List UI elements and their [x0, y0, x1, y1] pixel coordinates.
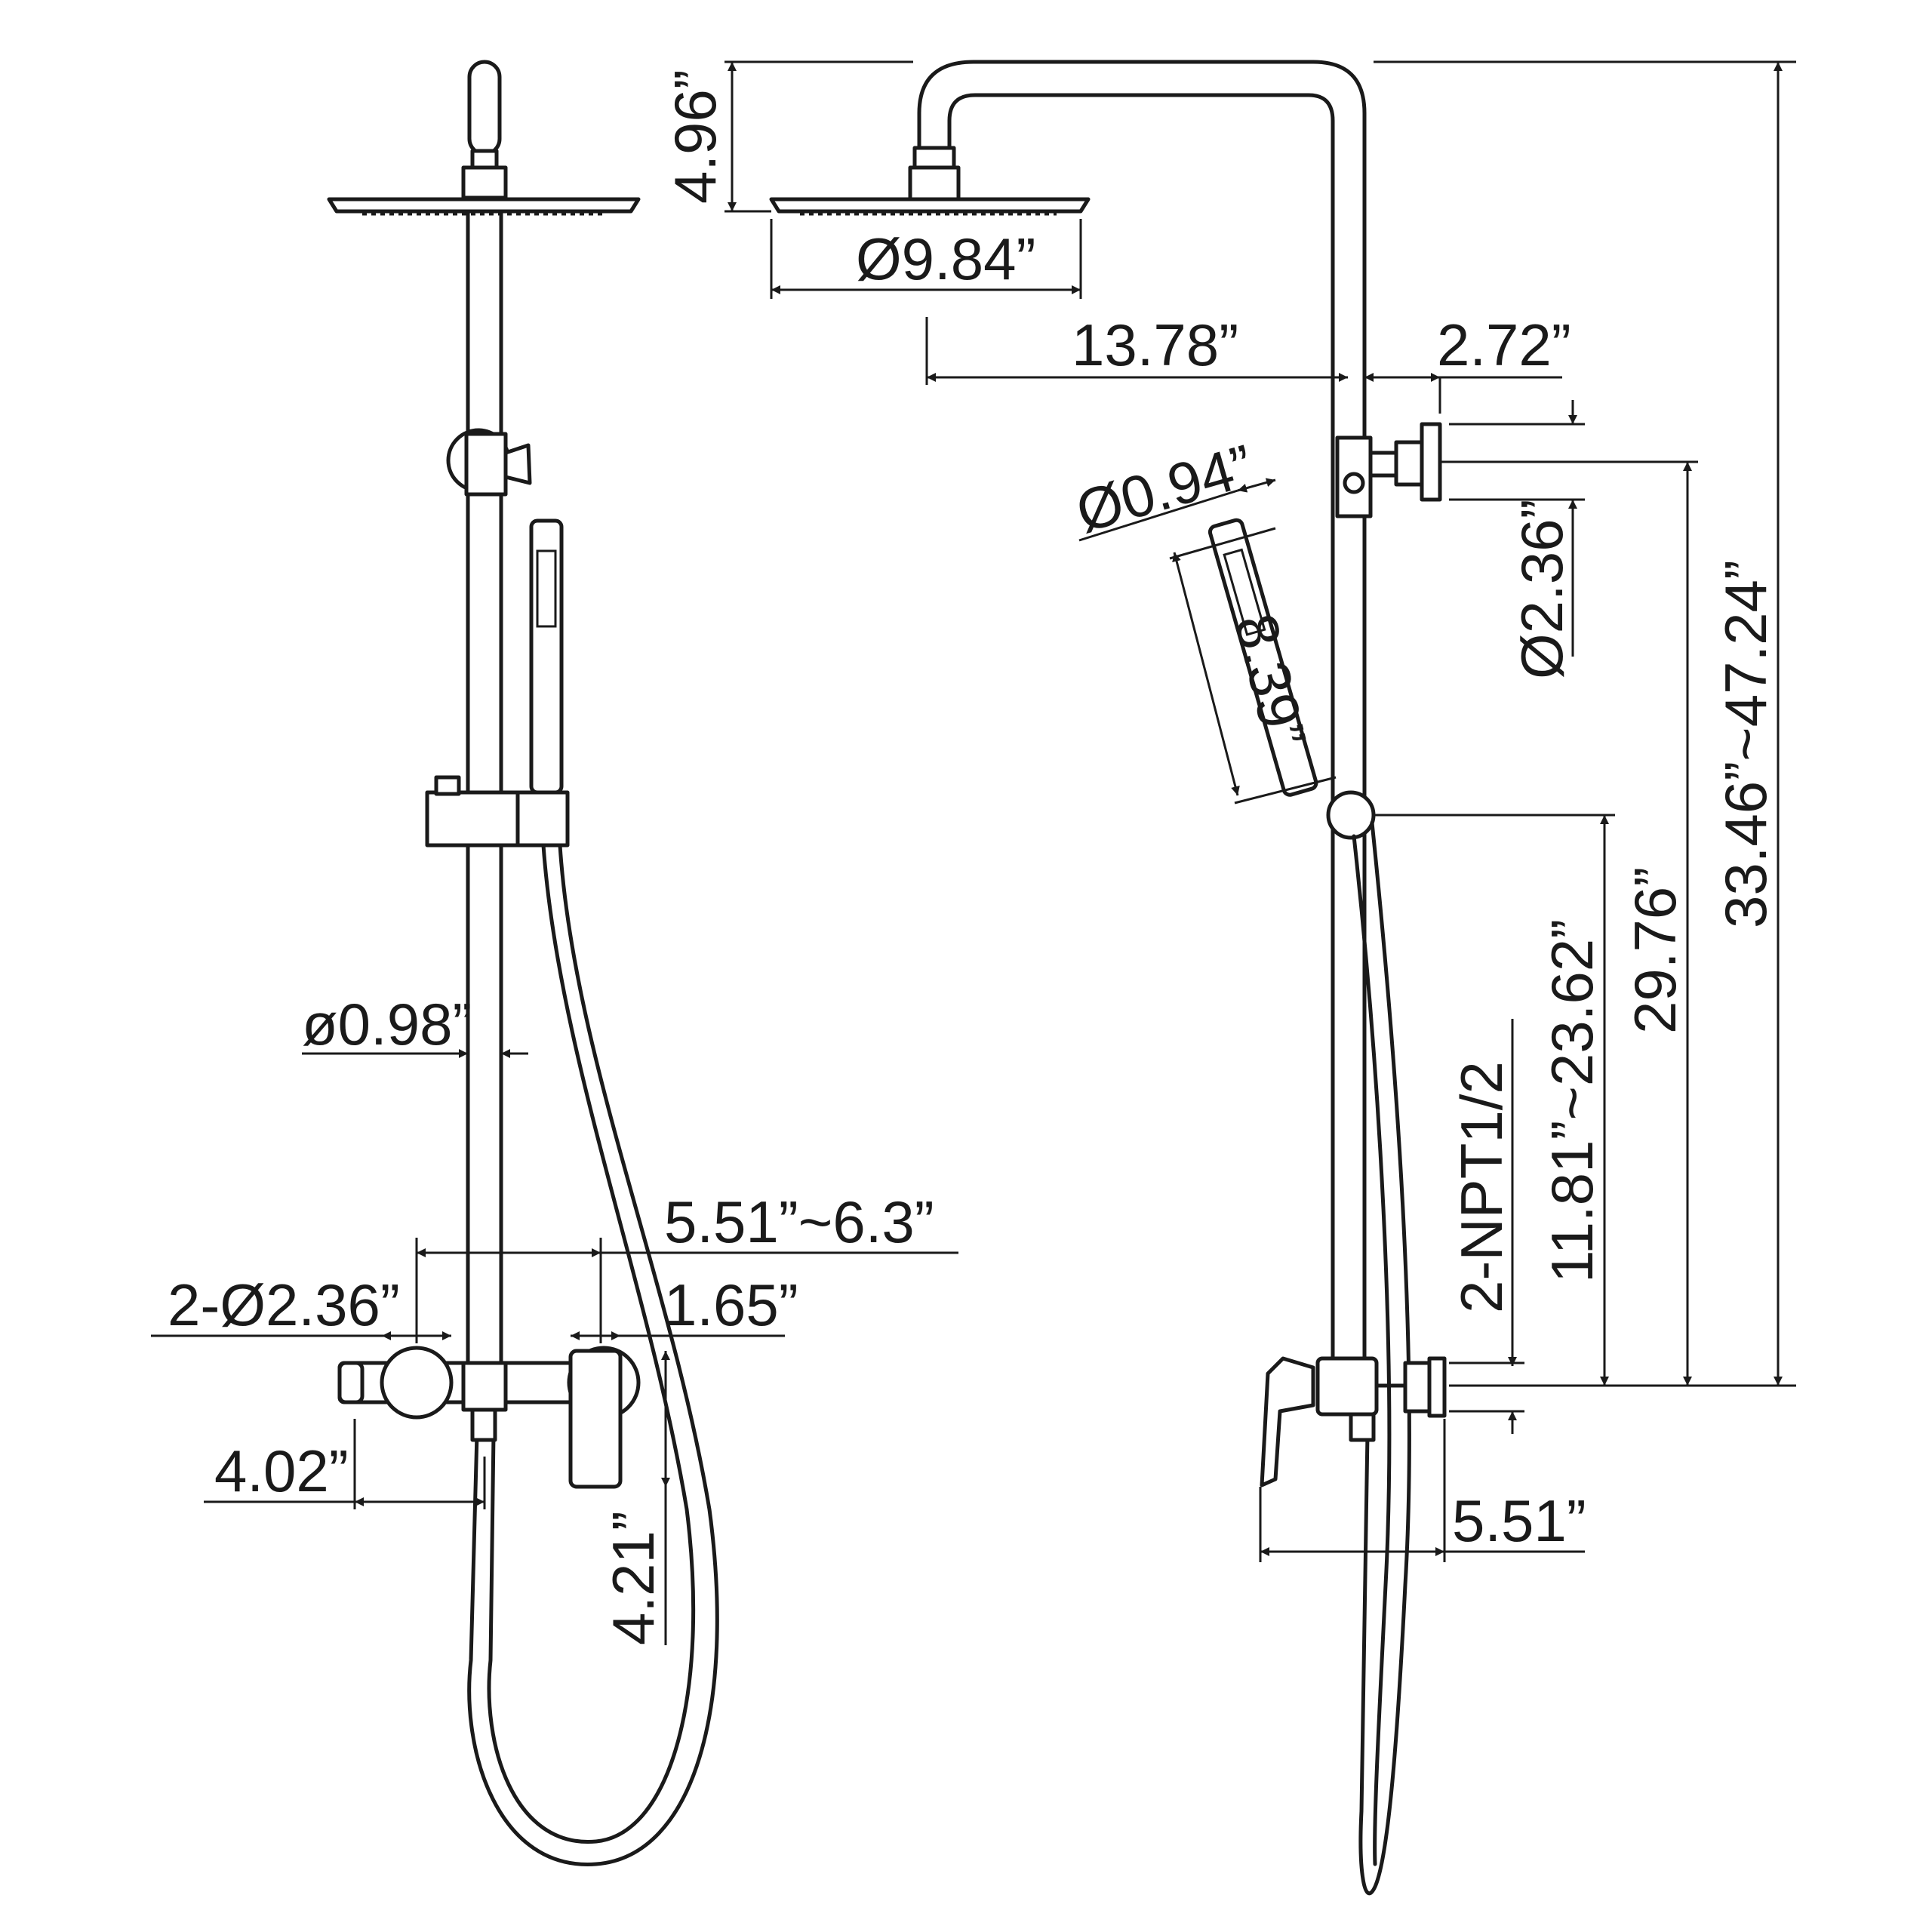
side-mixer-body	[1315, 1356, 1379, 1417]
handset-length-label: 8.39”	[1223, 608, 1319, 754]
dimension-lines	[151, 60, 1796, 1645]
front-head-connector	[461, 165, 508, 200]
side-mixer-handle	[1260, 1356, 1315, 1487]
front-slider-body	[425, 790, 520, 848]
side-hose-outlet	[1349, 1412, 1376, 1442]
riser-diameter-label: ø0.98”	[302, 991, 472, 1057]
front-view	[327, 60, 719, 1866]
total-height-label: 33.46”~47.24”	[1712, 560, 1779, 928]
front-hose-outer	[467, 843, 719, 1866]
front-spout-tip	[337, 1361, 365, 1404]
front-handle	[568, 1349, 623, 1489]
side-arm-nut	[912, 146, 956, 170]
side-arm-inner	[947, 93, 1335, 1391]
inlet-thread-label: 2-NPT1/2	[1448, 1061, 1515, 1313]
handle-width-label: 1.65”	[664, 1272, 798, 1338]
valve-depth-label: 5.51”	[1452, 1487, 1586, 1554]
front-hose-inner	[487, 843, 696, 1844]
side-rain-head	[769, 197, 1091, 214]
front-hand-shower-face	[536, 549, 557, 628]
bracket-depth-label: 2.72”	[1437, 312, 1571, 378]
side-mixer-wall-flange	[1427, 1356, 1447, 1418]
spout-offset-label: 5.51”~6.3”	[664, 1189, 934, 1255]
front-arm-stub	[467, 60, 502, 156]
side-head-connector	[908, 165, 961, 202]
front-slider-knob	[434, 775, 461, 796]
front-hose-outlet	[470, 1407, 497, 1442]
front-hand-shower	[529, 518, 564, 795]
side-bracket-clamp-pin	[1343, 472, 1365, 494]
spout-reach-label: 4.02”	[214, 1438, 349, 1504]
head-diameter-label: Ø9.84”	[856, 226, 1035, 292]
bracket-height-label: 29.76”	[1622, 867, 1688, 1034]
valve-height-label: 4.21”	[600, 1511, 666, 1645]
front-left-flange	[380, 1346, 454, 1420]
front-handset-cradle	[515, 790, 570, 848]
side-bracket-collar	[1394, 440, 1424, 487]
holder-height-label: 11.81”~23.62”	[1539, 919, 1605, 1283]
side-handset-holder	[1326, 790, 1376, 840]
left-flange-diameter-label: 2-Ø2.36”	[168, 1272, 400, 1338]
bracket-flange-diameter-label: Ø2.36”	[1509, 500, 1575, 679]
front-upper-bracket-clamp	[464, 432, 508, 497]
side-mixer-inlet	[1403, 1361, 1432, 1414]
front-arm-nut	[470, 149, 499, 170]
front-rain-head	[327, 197, 641, 214]
side-hose-outer	[1358, 820, 1411, 1896]
front-diverter	[461, 1361, 508, 1412]
arm-reach-label: 13.78”	[1072, 312, 1238, 378]
arm-drop-label: 4.96”	[662, 69, 728, 204]
side-view	[769, 60, 1447, 1896]
side-arm-outer	[917, 60, 1367, 1391]
side-bracket-wall-flange	[1420, 422, 1442, 502]
side-hose-inner	[1352, 834, 1392, 1866]
front-upper-bracket-knob	[503, 443, 532, 485]
